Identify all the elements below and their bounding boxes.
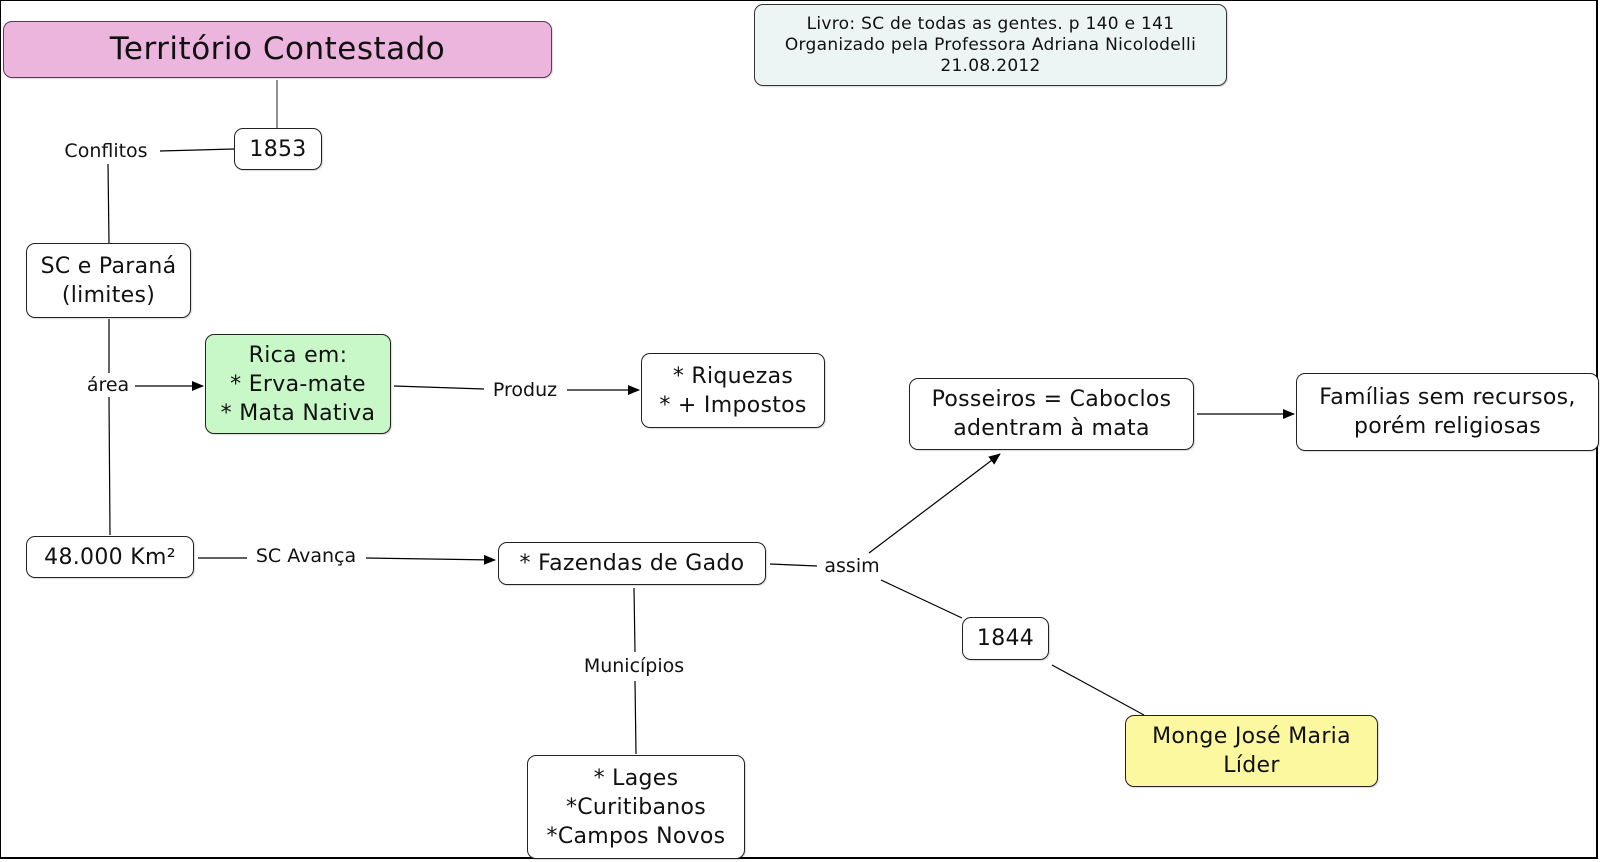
concept-text: porém religiosas xyxy=(1353,414,1541,439)
concept-monge-jose-maria[interactable]: Monge José Maria Líder xyxy=(1125,715,1378,787)
link-fazendas-assim xyxy=(769,563,818,567)
concept-text: Posseiros = Caboclos xyxy=(931,387,1172,412)
link-1844-monge xyxy=(1051,664,1145,716)
reference-line-author: Organizado pela Professora Adriana Nicol… xyxy=(784,34,1197,55)
concept-text: Rica em: xyxy=(248,342,348,368)
link-1853-conflitos xyxy=(159,148,235,152)
reference-line-date: 21.08.2012 xyxy=(940,55,1041,76)
link-assim-posseiros xyxy=(868,453,1001,554)
link-area-48000 xyxy=(108,396,111,536)
link-conflitos-sc xyxy=(107,163,110,244)
concept-text: adentram à mata xyxy=(953,416,1150,441)
concept-text: *Campos Novos xyxy=(546,823,726,849)
concept-text: * + Impostos xyxy=(659,392,807,418)
concept-text: 1853 xyxy=(249,136,307,162)
link-rica-produz xyxy=(393,385,485,390)
reference-line-book: Livro: SC de todas as gentes. p 140 e 14… xyxy=(806,13,1175,34)
concept-riquezas[interactable]: * Riquezas * + Impostos xyxy=(641,353,825,428)
concept-rica-em[interactable]: Rica em: * Erva-mate * Mata Nativa xyxy=(205,334,391,434)
link-fazendas-municipios xyxy=(633,587,636,653)
concept-municipios-list[interactable]: * Lages *Curitibanos *Campos Novos xyxy=(527,755,745,859)
concept-text: * Fazendas de Gado xyxy=(519,551,745,576)
concept-year-1853[interactable]: 1853 xyxy=(234,128,322,170)
link-label-produz[interactable]: Produz xyxy=(489,379,561,401)
link-label-conflitos[interactable]: Conflitos xyxy=(61,140,151,162)
concept-year-1844[interactable]: 1844 xyxy=(962,617,1049,660)
concept-sc-parana[interactable]: SC e Paraná (limites) xyxy=(26,243,191,318)
concept-text: * Erva-mate xyxy=(230,371,366,397)
link-label-assim[interactable]: assim xyxy=(821,555,883,577)
concept-posseiros-caboclos[interactable]: Posseiros = Caboclos adentram à mata xyxy=(909,378,1194,450)
concept-text: *Curitibanos xyxy=(565,794,707,820)
concept-fazendas-de-gado[interactable]: * Fazendas de Gado xyxy=(498,542,766,585)
concept-text: Famílias sem recursos, xyxy=(1319,385,1576,410)
concept-text: (limites) xyxy=(61,282,156,308)
link-label-municipios[interactable]: Municípios xyxy=(580,655,688,677)
concept-familias[interactable]: Famílias sem recursos, porém religiosas xyxy=(1296,373,1599,451)
concept-text: SC e Paraná xyxy=(40,253,177,279)
title-text: Território Contestado xyxy=(109,31,446,67)
link-assim-1844 xyxy=(880,579,963,619)
link-scavanca-fazendas xyxy=(365,554,496,565)
title-concept[interactable]: Território Contestado xyxy=(3,21,552,78)
concept-area-km2[interactable]: 48.000 Km² xyxy=(26,536,194,578)
concept-text: * Mata Nativa xyxy=(220,400,376,426)
concept-text: 1844 xyxy=(976,626,1035,651)
concept-text: Líder xyxy=(1223,753,1280,778)
concept-text: * Lages xyxy=(593,765,679,791)
concept-text: 48.000 Km² xyxy=(44,544,176,570)
reference-note[interactable]: Livro: SC de todas as gentes. p 140 e 14… xyxy=(754,4,1227,86)
link-municipios-lages xyxy=(634,680,637,755)
concept-text: Monge José Maria xyxy=(1152,724,1351,749)
link-label-area[interactable]: área xyxy=(83,374,133,396)
link-label-sc-avanca[interactable]: SC Avança xyxy=(252,545,360,567)
concept-text: * Riquezas xyxy=(672,363,794,389)
